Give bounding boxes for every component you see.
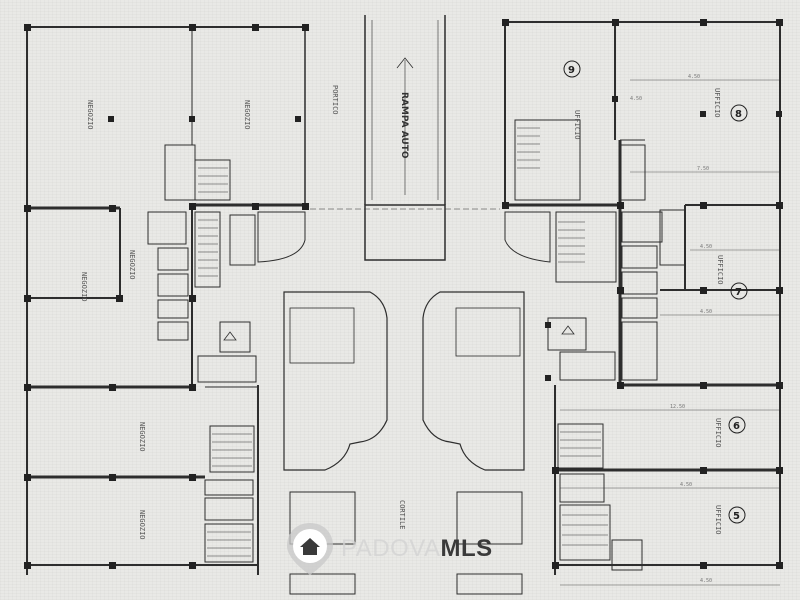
courtyard-label: CORTILE	[398, 500, 406, 530]
unit-number-7: 7	[735, 287, 742, 298]
dimension-label: 4.50	[700, 578, 712, 584]
ramp-label: RAMPA AUTO	[399, 92, 409, 159]
structural-columns	[24, 19, 783, 569]
room-label: UFFICIO	[714, 418, 722, 448]
dimension-label: 4.50	[688, 74, 700, 80]
room-label: NEGOZIO	[128, 250, 136, 280]
dimension-label: 4.50	[680, 482, 692, 488]
dimension-label: 12.50	[670, 404, 685, 410]
unit-number-9: 9	[568, 65, 575, 76]
left-stairs	[198, 167, 252, 557]
watermark-brand-bold: MLS	[440, 535, 493, 562]
right-building-walls	[504, 21, 781, 586]
courtyard-planters	[283, 291, 525, 595]
dimension-label: 4.50	[630, 96, 642, 102]
room-label: UFFICIO	[713, 88, 721, 118]
portico-label: PORTICO	[331, 85, 339, 115]
watermark: PADOVAMLS	[283, 520, 493, 578]
room-label: NEGOZIO	[86, 100, 94, 130]
watermark-brand-light: PADOVA	[341, 535, 441, 562]
room-label: NEGOZIO	[138, 422, 146, 452]
ramp-area	[310, 15, 500, 261]
unit-number-5: 5	[733, 511, 740, 522]
room-label: NEGOZIO	[243, 100, 251, 130]
room-label: UFFICIO	[716, 255, 724, 285]
unit-number-6: 6	[733, 421, 740, 432]
dimension-label: 4.50	[700, 309, 712, 315]
unit-number-8: 8	[735, 109, 742, 120]
dimension-label: 4.50	[700, 244, 712, 250]
room-label: UFFICIO	[573, 110, 581, 140]
room-label: NEGOZIO	[138, 510, 146, 540]
plan-labels: RAMPA AUTO PORTICO CORTILE NEGOZIO NEGOZ…	[80, 60, 748, 584]
dimension-label: 7.50	[697, 166, 709, 172]
room-label: UFFICIO	[714, 505, 722, 535]
lift-symbols	[223, 325, 575, 341]
unit-number-markers: 9 8 7 6 5	[563, 60, 748, 524]
right-stairs	[517, 127, 608, 546]
house-pin-icon	[287, 523, 333, 575]
watermark-text: PADOVAMLS	[341, 535, 493, 563]
room-label: NEGOZIO	[80, 272, 88, 302]
